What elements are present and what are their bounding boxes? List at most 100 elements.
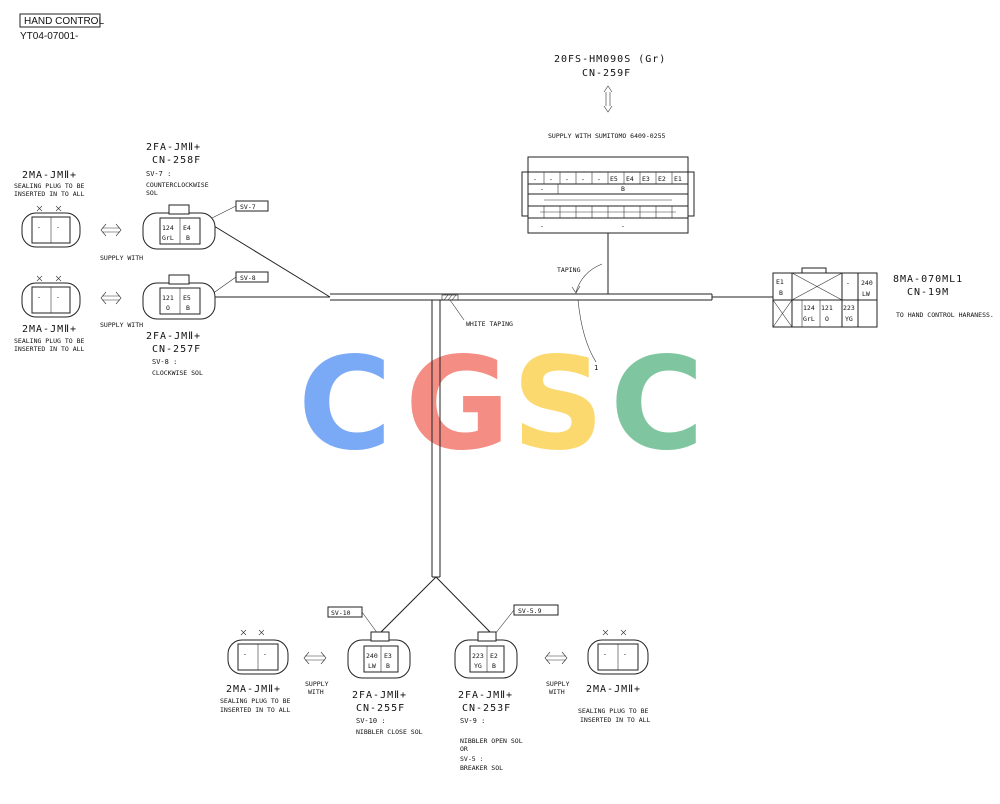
- cn258-pin1: 124: [162, 224, 174, 232]
- cn258-sv: SV-7 :: [146, 170, 171, 178]
- cn258-tag: SV-7: [240, 203, 256, 211]
- cn258-pin2: E4: [183, 224, 191, 232]
- plug-bl-supply-b: WITH: [308, 688, 324, 696]
- watermark-letter-s: S: [512, 330, 604, 479]
- cn255-pin1-sub: LW: [368, 662, 376, 670]
- header: HAND CONTROL YT04-07001-: [19, 13, 104, 42]
- plug-br-line1: SEALING PLUG TO BE: [578, 707, 649, 715]
- cn255-id: CN-255F: [356, 703, 405, 714]
- plug-tl-dash: -: [37, 223, 41, 231]
- cn19m-name: 8MA-070ML1: [893, 274, 963, 285]
- watermark-letter-c2: C: [610, 330, 704, 479]
- main-connector-name: 20FS-HM090S (Gr): [554, 54, 666, 65]
- taping-label: TAPING: [557, 266, 581, 274]
- cn258-name: 2FA-JMⅡ+: [146, 142, 201, 153]
- plug-bl-dash: -: [243, 650, 247, 658]
- main-connector-id: CN-259F: [582, 68, 631, 79]
- plug-tl-dash: -: [56, 223, 60, 231]
- plug-bl-line1: SEALING PLUG TO BE: [220, 697, 291, 705]
- cn253-pin2: E2: [490, 652, 498, 660]
- cn253-sv: SV-9 :: [460, 717, 485, 725]
- main-pin-2: -: [549, 175, 553, 183]
- cn19m-dash: -: [846, 279, 850, 287]
- cn253-id: CN-253F: [462, 703, 511, 714]
- cn19m-top-right: 240: [861, 279, 873, 287]
- cn255-pin2-sub: B: [386, 662, 390, 670]
- main-pin-8: E3: [642, 175, 650, 183]
- cn19m-top-left: E1: [776, 278, 784, 286]
- plug-ml-dash: -: [56, 293, 60, 301]
- cn19m-top-right-sub: LW: [862, 290, 870, 298]
- cn258-desc1: COUNTERCLOCKWISE: [146, 181, 209, 189]
- connector-cn258f: 2FA-JMⅡ+ CN-258F SV-7 : COUNTERCLOCKWISE…: [142, 142, 269, 250]
- cn255-pin1: 240: [366, 652, 378, 660]
- callout-number: 1: [594, 364, 598, 372]
- plug-ml-supply: SUPPLY WITH: [100, 321, 143, 329]
- plug-mid-left: - - SUPPLY WITH 2MA-JMⅡ+ SEALING PLUG TO…: [14, 275, 143, 353]
- plug-tl-line2: INSERTED IN TO ALL: [14, 190, 85, 198]
- plug-tl-supply: SUPPLY WITH: [100, 254, 143, 262]
- cn253-pin1: 223: [472, 652, 484, 660]
- cn19m-pin-2: 121: [821, 304, 833, 312]
- main-row4-left: -: [540, 222, 544, 230]
- watermark: C G S C: [298, 330, 704, 479]
- double-arrow-icon: [303, 651, 327, 665]
- plug-top-left: 2MA-JMⅡ+ SEALING PLUG TO BE INSERTED IN …: [14, 170, 143, 262]
- plug-br-supply-b: WITH: [549, 688, 565, 696]
- plug-bl-supply-a: SUPPLY: [305, 680, 329, 688]
- cn255-desc1: NIBBLER CLOSE SOL: [356, 728, 423, 736]
- cn19m-pin-3: 223: [843, 304, 855, 312]
- cn253-name: 2FA-JMⅡ+: [458, 690, 513, 701]
- cn255-tag: SV-10: [331, 609, 351, 617]
- harness: WHITE TAPING TAPING 1: [213, 225, 773, 635]
- main-pin-7: E4: [626, 175, 634, 183]
- title: HAND CONTROL: [24, 16, 104, 27]
- main-row4-right: -: [621, 222, 625, 230]
- main-pin-9: E2: [658, 175, 666, 183]
- cn19m-top-left-sub: B: [779, 289, 783, 297]
- watermark-letter-g: G: [405, 330, 510, 479]
- main-pin-4: -: [581, 175, 585, 183]
- cn253-desc1: NIBBLER OPEN SOL: [460, 737, 523, 745]
- cn258-pin1-sub: GrL: [162, 234, 174, 242]
- cn257-pin1: 121: [162, 294, 174, 302]
- watermark-letter-c1: C: [298, 330, 392, 479]
- cn253-desc2: OR: [460, 745, 468, 753]
- cn257-sv: SV-8 :: [152, 358, 177, 366]
- cn253-tag: SV-5.9: [518, 607, 542, 615]
- main-pin-10: E1: [674, 175, 682, 183]
- cn257-pin1-sub: O: [166, 304, 170, 312]
- plug-br-line2: INSERTED IN TO ALL: [580, 716, 651, 724]
- cn255-sv: SV-10 :: [356, 717, 386, 725]
- plug-br-dash: -: [623, 650, 627, 658]
- cn19m-pin-1: 124: [803, 304, 815, 312]
- main-connector-supply: SUPPLY WITH SUMITOMO 6409-0255: [548, 132, 665, 140]
- cn19m-note: TO HAND CONTROL HARANESS.: [896, 311, 994, 319]
- cn258-desc2: SOL: [146, 189, 158, 197]
- cn257-desc1: CLOCKWISE SOL: [152, 369, 203, 377]
- plug-br-name: 2MA-JMⅡ+: [586, 684, 641, 695]
- cn19m-id: CN-19M: [907, 287, 949, 298]
- main-connector-cn259f: 20FS-HM090S (Gr) CN-259F SUPPLY WITH SUM…: [521, 54, 695, 234]
- main-pin-5: -: [597, 175, 601, 183]
- cn255-pin2: E3: [384, 652, 392, 660]
- cn253-desc4: BREAKER SOL: [460, 764, 503, 772]
- plug-bl-dash: -: [263, 650, 267, 658]
- main-row2-left: -: [540, 185, 544, 193]
- cn19m-pin-2-sub: O: [825, 315, 829, 323]
- plug-tl-line1: SEALING PLUG TO BE: [14, 182, 85, 190]
- cn253-desc3: SV-5 :: [460, 755, 483, 763]
- cn19m-pin-3-sub: YG: [845, 315, 853, 323]
- cn253-pin1-sub: YG: [474, 662, 482, 670]
- plug-br-supply-a: SUPPLY: [546, 680, 570, 688]
- cn257-pin2: E5: [183, 294, 191, 302]
- main-pin-1: -: [533, 175, 537, 183]
- plug-ml-line2: INSERTED IN TO ALL: [14, 345, 85, 353]
- cn19m-pin-1-sub: GrL: [803, 315, 815, 323]
- plug-bottom-right: SUPPLY WITH - - 2MA-JMⅡ+ SEALING PLUG TO…: [544, 629, 651, 724]
- white-taping-label: WHITE TAPING: [466, 320, 513, 328]
- plug-bl-name: 2MA-JMⅡ+: [226, 684, 281, 695]
- double-arrow-icon: [100, 291, 122, 305]
- title-box: [19, 13, 101, 28]
